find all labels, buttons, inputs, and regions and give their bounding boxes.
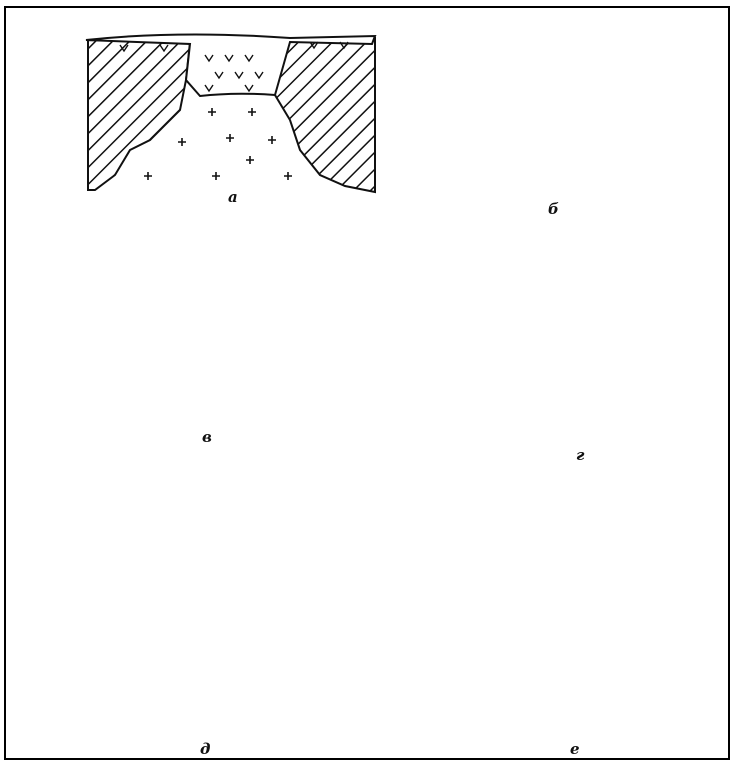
- panel-label-d: д: [200, 740, 210, 758]
- panel-label-b: б: [548, 200, 559, 218]
- host-rock-right: [270, 38, 375, 192]
- panel-label-e: е: [570, 740, 580, 758]
- host-rock-left: [88, 40, 190, 190]
- panel-label-v: в: [202, 428, 212, 446]
- panel-a: [86, 34, 375, 192]
- panel-label-a: а: [228, 188, 238, 206]
- panel-label-g: г: [576, 446, 584, 464]
